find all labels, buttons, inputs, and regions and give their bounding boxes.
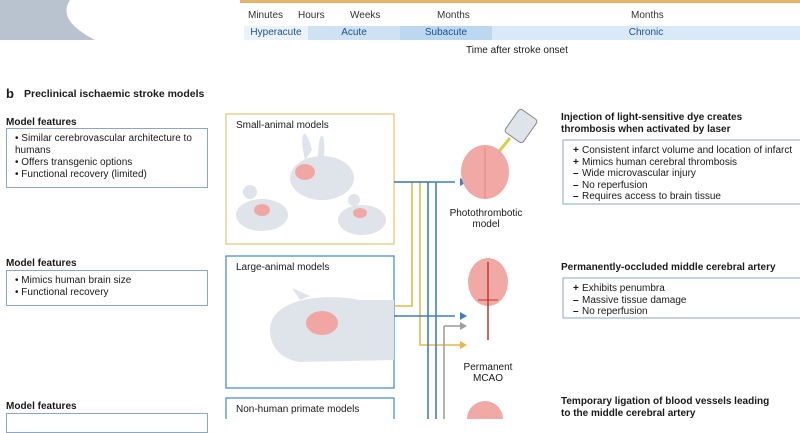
tick-label: Weeks	[350, 10, 381, 21]
feature-item: Mimics human brain size	[15, 275, 207, 287]
description-title: Injection of light-sensitive dye creates…	[561, 112, 743, 135]
pros-cons-box-1	[562, 139, 800, 205]
phase-chronic: Chronic	[628, 27, 664, 38]
feature-item: Offers transgenic options	[15, 157, 207, 169]
arrowhead-mcao-grey	[460, 322, 467, 330]
pig-illustration	[270, 288, 394, 362]
phase-acute: Acute	[341, 27, 367, 38]
feature-item: Functional recovery	[15, 287, 207, 299]
feature-group-title: Model features	[6, 117, 77, 128]
phase-bar-subacute	[400, 26, 492, 40]
small-animal-label: Small-animal models	[236, 120, 329, 131]
pro-item: +Consistent infarct volume and location …	[573, 145, 793, 156]
pros-cons-list-1: +Consistent infarct volume and location …	[565, 141, 800, 203]
brain-ligation	[467, 401, 503, 419]
phase-bar-hyperacute	[244, 26, 308, 40]
rat-illustration	[338, 194, 386, 235]
tick-label: Months	[631, 10, 664, 21]
con-item: –No reperfusion	[573, 306, 648, 317]
timeline-strip	[240, 0, 800, 3]
large-animal-label: Large-animal models	[236, 262, 330, 273]
phase-hyperacute: Hyperacute	[250, 27, 302, 38]
feature-box-large: Mimics human brain size Functional recov…	[6, 270, 208, 306]
con-item: –Requires access to brain tissue	[573, 191, 721, 202]
phase-bar-acute	[308, 26, 400, 40]
primate-label: Non-human primate models	[236, 404, 360, 415]
rabbit-illustration	[290, 133, 354, 200]
feature-item: Similar cerebrovascular architecture to …	[15, 133, 207, 157]
pro-item: +Exhibits penumbra	[573, 283, 665, 294]
description-title: Permanently-occluded middle cerebral art…	[561, 262, 776, 273]
feature-box-primate	[6, 413, 208, 433]
primate-box	[225, 397, 395, 419]
arrowhead-mcao-yellow	[460, 341, 467, 349]
con-item: –Massive tissue damage	[573, 294, 687, 306]
feature-group-title: Model features	[6, 258, 77, 269]
head-silhouette	[0, 0, 95, 40]
pro-item: +Mimics human cerebral thrombosis	[573, 156, 738, 168]
timeline-axis-label: Time after stroke onset	[466, 45, 568, 56]
feature-box-small: Similar cerebrovascular architecture to …	[6, 128, 208, 188]
connector-arrows	[394, 181, 460, 419]
pros-cons-list-2: +Exhibits penumbra –Massive tissue damag…	[565, 279, 800, 318]
diagram-graphics	[0, 0, 800, 419]
con-item: –Wide microvascular injury	[573, 168, 696, 179]
phase-subacute: Subacute	[424, 27, 468, 38]
panel-title: Preclinical ischaemic stroke models	[24, 88, 205, 100]
feature-group-title: Model features	[6, 401, 77, 412]
brain-photothrombotic	[461, 145, 509, 199]
phase-bar-chronic	[492, 26, 800, 40]
mouse-illustration	[236, 185, 288, 231]
arrowhead-mcao-blue	[460, 312, 467, 320]
brain-mcao	[468, 258, 508, 340]
con-item: –No reperfusion	[573, 179, 648, 191]
tick-label: Minutes	[248, 10, 284, 21]
tick-label: Hours	[298, 10, 325, 21]
tick-label: Months	[437, 10, 470, 21]
panel-letter: b	[6, 86, 14, 101]
description-title: Temporary ligation of blood vessels lead…	[561, 396, 770, 419]
feature-item: Functional recovery (limited)	[15, 169, 207, 181]
pros-cons-box-2	[562, 277, 800, 319]
